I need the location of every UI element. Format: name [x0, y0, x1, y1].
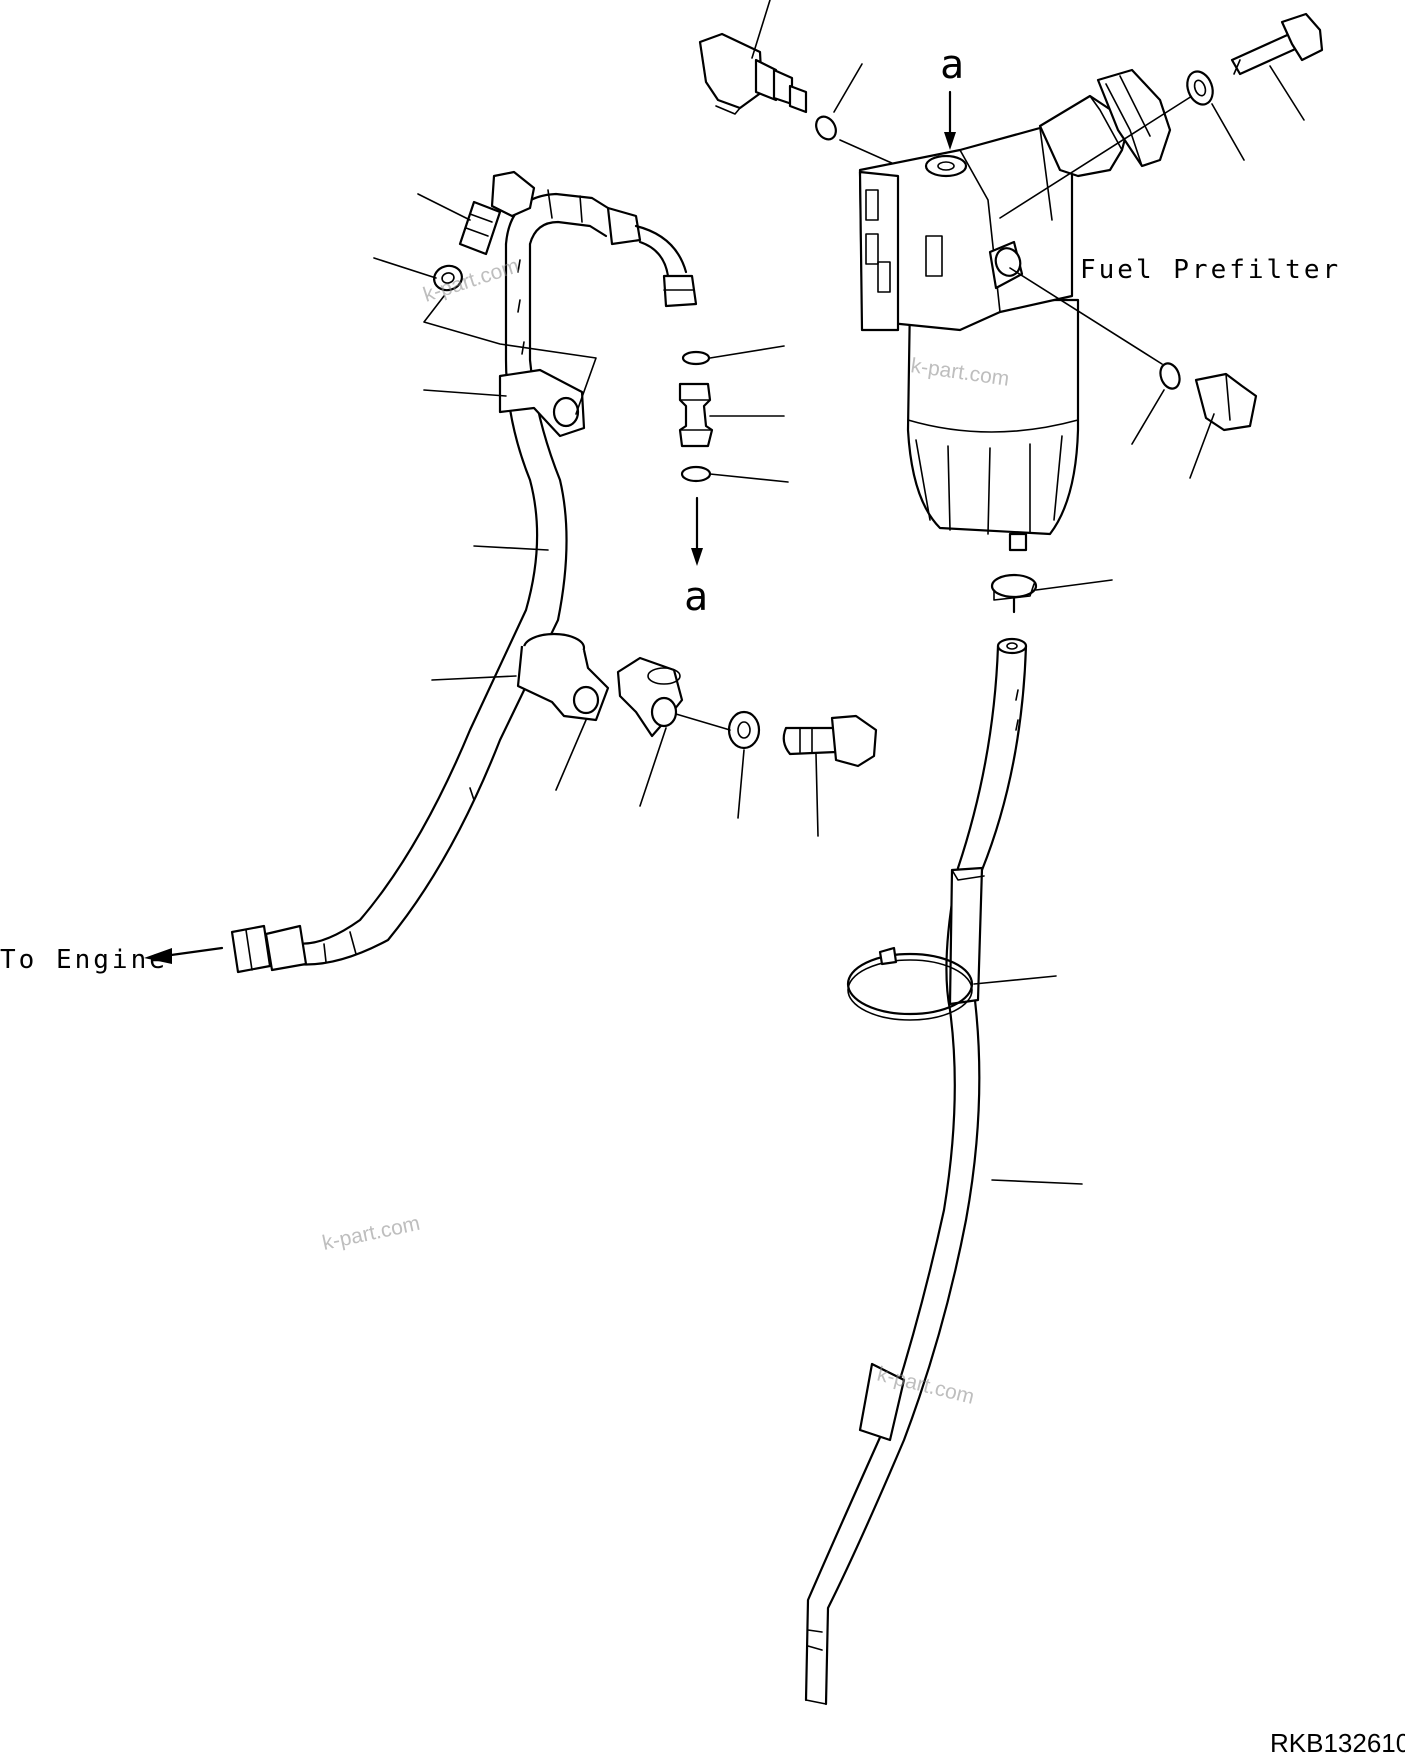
drawing-code: RKB132610	[1270, 1728, 1405, 1758]
clip-separate	[616, 656, 684, 738]
clip-upper	[498, 368, 586, 438]
leader-drain-hose	[991, 1179, 1083, 1185]
adapter-fitting	[678, 382, 714, 448]
fuel-prefilter-label: Fuel Prefilter	[1080, 255, 1341, 285]
fuel-prefilter	[858, 68, 1172, 552]
leader-washer-hose-clamp	[373, 257, 437, 279]
to-engine-arrow	[162, 946, 224, 958]
bolt-clip	[782, 714, 878, 768]
leader-sensor	[751, 0, 771, 59]
leader-hose	[473, 545, 549, 551]
washer-hose-clamp	[433, 264, 463, 292]
leader-bolt-clip	[815, 753, 819, 837]
leader-o-ring-plug	[1131, 389, 1165, 445]
leader-hose-clamp-small	[1035, 579, 1113, 591]
assembly-group-outline	[423, 295, 597, 415]
o-ring-lower	[680, 465, 712, 483]
o-ring-upper	[681, 350, 711, 366]
bolt-hose-clamp	[458, 170, 536, 256]
leader-bolt-hose-clamp	[417, 193, 471, 221]
leader-washer-clip	[737, 749, 745, 819]
bolt-filter-mount	[1230, 12, 1324, 76]
drain-hose	[804, 637, 1028, 1706]
to-engine-arrow-head	[144, 948, 172, 964]
view-arrow-top-head	[944, 132, 956, 150]
clip-lower	[516, 632, 610, 722]
leader-o-ring-lower	[709, 473, 789, 483]
o-ring-plug	[1159, 362, 1181, 390]
leader-hose-band-clamp	[973, 975, 1057, 985]
view-arrow-bottom-head	[691, 548, 703, 566]
leader-clip-upper	[423, 389, 507, 397]
washer-clip	[727, 710, 761, 750]
hose-clamp-small	[990, 573, 1038, 614]
to-engine-label: To Engine	[0, 945, 168, 975]
plug	[1194, 372, 1258, 432]
fuel-hose-to-engine	[230, 189, 698, 974]
leader-washer-filter-mount	[1211, 103, 1245, 161]
watermark: k-part.com	[320, 1212, 422, 1255]
leader-o-ring-upper	[709, 345, 785, 359]
assembly-line-cap	[999, 95, 1193, 219]
view-ref-bottom: a	[684, 574, 708, 620]
leader-clip-lower	[431, 675, 517, 681]
assembly-line-plug	[1009, 267, 1163, 365]
leader-plug	[1189, 413, 1215, 479]
leader-clip-lower-b	[555, 719, 587, 791]
o-ring-sensor	[815, 115, 837, 141]
leader-o-ring-sensor	[833, 63, 863, 113]
leader-bolt-filter-mount	[1269, 65, 1305, 121]
washer-filter-mount	[1186, 70, 1214, 106]
view-ref-top: a	[940, 42, 964, 88]
hose-band-clamp	[846, 946, 974, 1021]
leader-clip-separate	[639, 727, 667, 807]
fuel-sensor	[698, 32, 808, 115]
assembly-line-clip	[675, 713, 731, 731]
